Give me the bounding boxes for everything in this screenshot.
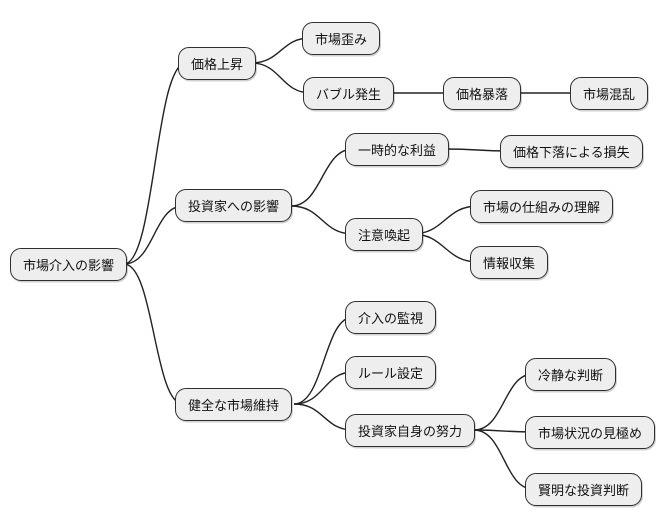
node-label: 冷静な判断 [538, 368, 604, 383]
node-label: 市場介入の影響 [23, 258, 115, 273]
node-wise-investment-judgment: 賢明な投資判断 [525, 473, 643, 506]
node-investor-own-effort: 投資家自身の努力 [345, 414, 476, 447]
edge-price-rise-to-bubble [250, 62, 312, 94]
edge-root-to-healthy-market [123, 263, 184, 405]
node-label: 賢明な投資判断 [538, 483, 630, 498]
node-investor-impact: 投資家への影響 [175, 189, 293, 222]
node-understanding-market-mechanism: 市場の仕組みの理解 [470, 190, 614, 223]
node-label: 情報収集 [483, 256, 536, 271]
node-market-distortion: 市場歪み [302, 22, 381, 55]
node-label: 投資家への影響 [188, 199, 280, 214]
node-price-crash: 価格暴落 [443, 77, 522, 110]
node-loss-from-price-decline: 価格下落による損失 [500, 135, 643, 168]
edge-investor-effort-to-wise-judgment [473, 429, 534, 490]
node-intervention-monitoring: 介入の監視 [345, 301, 437, 334]
node-label: 介入の監視 [358, 311, 424, 326]
node-information-gathering: 情報収集 [470, 246, 549, 279]
node-calm-judgment: 冷静な判断 [525, 358, 617, 391]
node-label: 市場の仕組みの理解 [483, 200, 601, 215]
node-healthy-market-maintenance: 健全な市場維持 [175, 388, 293, 421]
node-bubble-occurrence: バブル発生 [303, 77, 395, 110]
edge-root-to-investor-impact [123, 205, 184, 265]
node-label: 一時的な利益 [358, 143, 437, 158]
node-label: 市場歪み [315, 32, 368, 47]
node-rule-setting: ルール設定 [345, 356, 437, 389]
node-temporary-profit: 一時的な利益 [345, 133, 450, 166]
node-market-turmoil: 市場混乱 [570, 77, 649, 110]
node-label: 市場混乱 [583, 87, 636, 102]
node-label: バブル発生 [316, 87, 382, 102]
node-market-intervention-impact: 市場介入の影響 [10, 248, 128, 281]
node-caution-alert: 注意喚起 [345, 218, 424, 251]
node-price-rise: 価格上昇 [178, 47, 257, 80]
edge-investor-impact-to-temporary-profit [290, 148, 354, 207]
node-label: 価格下落による損失 [513, 145, 630, 160]
edge-root-to-price-rise [123, 62, 187, 265]
edge-healthy-market-to-monitoring [293, 316, 354, 405]
node-market-condition-assessment: 市場状況の見極め [525, 416, 656, 449]
edge-investor-effort-to-calm-judgment [473, 373, 534, 431]
node-label: 価格上昇 [191, 57, 244, 72]
edge-temporary-profit-to-loss [446, 148, 509, 152]
node-label: 健全な市場維持 [188, 398, 280, 413]
edge-investor-impact-to-caution [290, 205, 354, 235]
node-label: 市場状況の見極め [538, 426, 643, 441]
node-label: ルール設定 [358, 366, 424, 381]
node-label: 投資家自身の努力 [358, 424, 463, 439]
node-label: 価格暴落 [456, 87, 509, 102]
node-label: 注意喚起 [358, 228, 411, 243]
